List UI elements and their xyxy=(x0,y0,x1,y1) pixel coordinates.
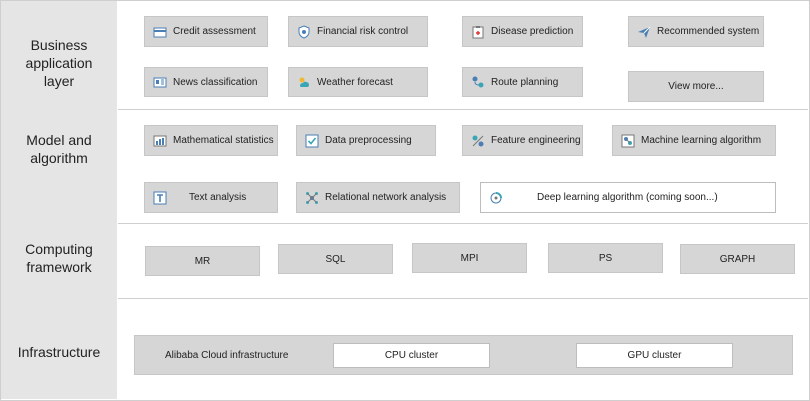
route-icon xyxy=(471,75,485,89)
machine-learning-algorithm-label: Machine learning algorithm xyxy=(641,135,762,146)
mpi-box: MPI xyxy=(412,243,527,273)
data-preprocessing-box: Data preprocessing xyxy=(296,125,436,156)
medical-clipboard-icon xyxy=(471,25,485,39)
alibaba-cloud-infrastructure-label: Alibaba Cloud infrastructure xyxy=(165,349,289,361)
recommended-system-label: Recommended system xyxy=(657,26,760,37)
feature-icon xyxy=(471,134,485,148)
text-icon xyxy=(153,191,167,205)
news-classification-label: News classification xyxy=(173,76,258,88)
view-more-label: View more... xyxy=(668,81,724,92)
text-analysis-box: Text analysis xyxy=(144,182,278,213)
weather-forecast-label: Weather forecast xyxy=(317,76,393,88)
statistics-icon xyxy=(153,134,167,148)
text-analysis-label: Text analysis xyxy=(189,192,247,203)
cpu-cluster-label: CPU cluster xyxy=(384,350,439,361)
gpu-cluster-label: GPU cluster xyxy=(627,350,682,361)
card-icon xyxy=(153,25,167,39)
deep-learning-algorithm-label: Deep learning algorithm (coming soon...) xyxy=(537,192,718,203)
gpu-cluster-box: GPU cluster xyxy=(576,343,733,368)
financial-risk-control-label: Financial risk control xyxy=(317,26,409,37)
mr-label: MR xyxy=(194,255,211,267)
mathematical-statistics-box: Mathematical statistics xyxy=(144,125,278,156)
sql-box: SQL xyxy=(278,244,393,274)
infrastructure-layer-label: Infrastructure xyxy=(17,344,101,360)
disease-prediction-box: Disease prediction xyxy=(462,16,583,47)
mpi-label: MPI xyxy=(460,252,479,264)
feature-engineering-box: Feature engineering xyxy=(462,125,583,156)
credit-assessment-box: Credit assessment xyxy=(144,16,268,47)
shield-icon xyxy=(297,24,311,39)
layer-label-column xyxy=(1,1,117,399)
recommended-system-box: Recommended system xyxy=(628,16,764,47)
credit-assessment-label: Credit assessment xyxy=(173,26,256,37)
network-icon xyxy=(305,191,319,205)
financial-risk-control-box: Financial risk control xyxy=(288,16,428,47)
data-preprocessing-label: Data preprocessing xyxy=(325,135,412,146)
deep-learning-algorithm-box: Deep learning algorithm (coming soon...) xyxy=(480,182,776,213)
weather-icon xyxy=(297,75,311,89)
ps-box: PS xyxy=(548,243,663,273)
paper-plane-icon xyxy=(637,25,651,39)
mr-box: MR xyxy=(145,246,260,276)
route-planning-label: Route planning xyxy=(491,76,559,88)
mathematical-statistics-label: Mathematical statistics xyxy=(173,135,274,146)
news-icon xyxy=(153,75,167,89)
computing-layer-label: Computing framework xyxy=(25,241,93,275)
route-planning-box: Route planning xyxy=(462,67,583,97)
business-layer-label: Business application layer xyxy=(25,37,93,89)
check-box-icon xyxy=(305,134,319,148)
cpu-cluster-box: CPU cluster xyxy=(333,343,490,368)
weather-forecast-box: Weather forecast xyxy=(288,67,428,97)
relational-network-analysis-box: Relational network analysis xyxy=(296,182,460,213)
disease-prediction-label: Disease prediction xyxy=(491,26,574,37)
sql-label: SQL xyxy=(325,253,346,265)
view-more-box[interactable]: View more... xyxy=(628,71,764,102)
feature-engineering-label: Feature engineering xyxy=(491,135,581,146)
alibaba-cloud-infrastructure-box: Alibaba Cloud infrastructure CPU cluster… xyxy=(134,335,793,375)
ml-icon xyxy=(621,134,635,148)
deep-learning-icon xyxy=(489,191,503,205)
model-layer-label: Model and algorithm xyxy=(26,132,92,166)
graph-label: GRAPH xyxy=(719,253,756,265)
ps-label: PS xyxy=(598,252,613,264)
machine-learning-algorithm-box: Machine learning algorithm xyxy=(612,125,776,156)
news-classification-box: News classification xyxy=(144,67,268,97)
graph-box: GRAPH xyxy=(680,244,795,274)
relational-network-analysis-label: Relational network analysis xyxy=(325,192,447,203)
